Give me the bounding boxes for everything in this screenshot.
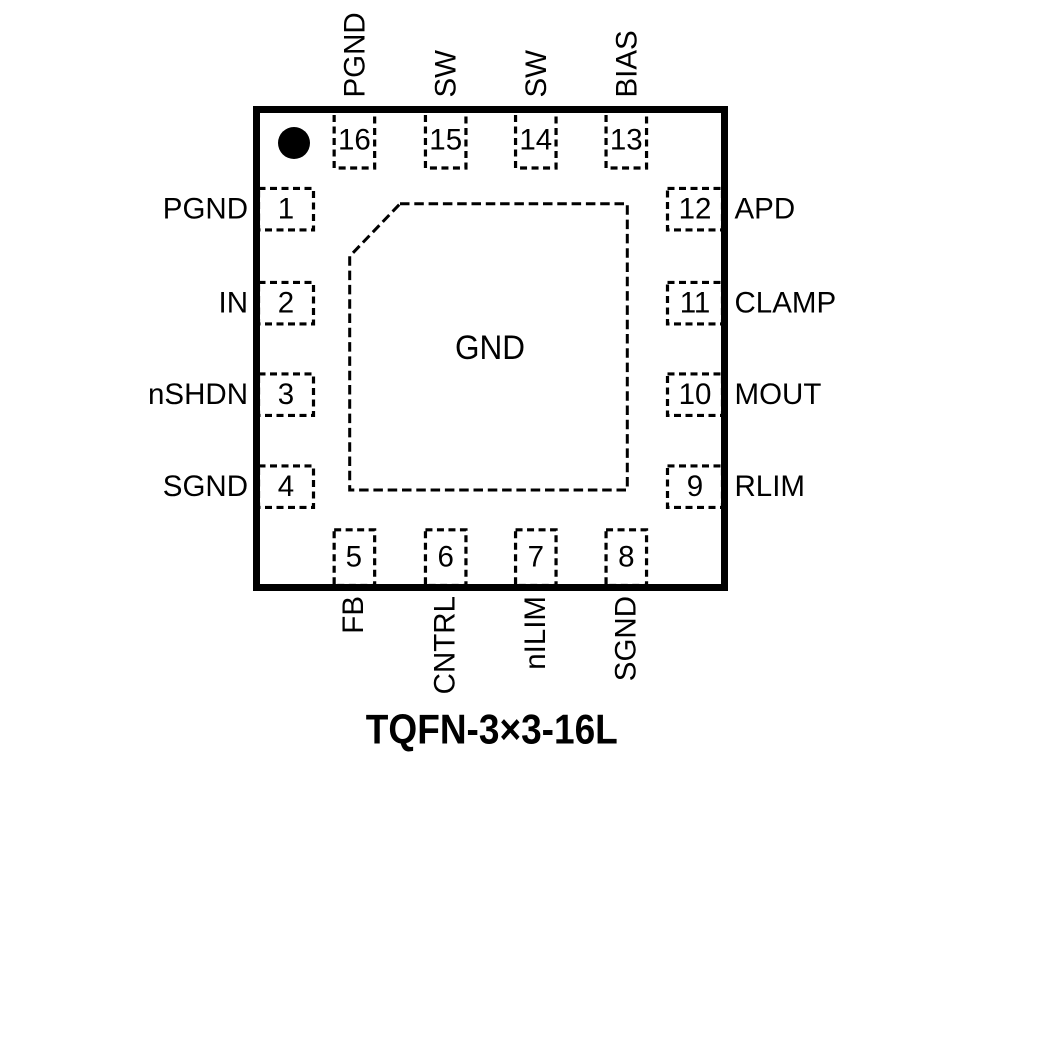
- svg-text:TQFN-3×3-16L: TQFN-3×3-16L: [366, 706, 618, 753]
- svg-text:GND: GND: [455, 329, 525, 367]
- svg-text:APD: APD: [735, 193, 796, 226]
- svg-text:12: 12: [679, 193, 712, 226]
- svg-text:10: 10: [679, 378, 712, 411]
- svg-text:SW: SW: [430, 50, 463, 98]
- svg-text:14: 14: [519, 124, 552, 157]
- svg-text:SGND: SGND: [609, 596, 642, 681]
- svg-text:1: 1: [278, 193, 294, 226]
- svg-text:BIAS: BIAS: [610, 30, 643, 97]
- svg-text:16: 16: [338, 124, 371, 157]
- svg-text:IN: IN: [219, 287, 249, 320]
- svg-text:2: 2: [278, 287, 294, 320]
- svg-text:7: 7: [528, 540, 544, 573]
- svg-text:3: 3: [278, 378, 294, 411]
- svg-text:MOUT: MOUT: [735, 378, 822, 411]
- svg-text:SW: SW: [520, 50, 553, 98]
- svg-text:CLAMP: CLAMP: [735, 287, 837, 320]
- svg-text:PGND: PGND: [338, 12, 371, 97]
- svg-text:PGND: PGND: [163, 193, 248, 226]
- svg-text:5: 5: [346, 540, 362, 573]
- svg-text:15: 15: [429, 124, 462, 157]
- svg-text:11: 11: [680, 287, 711, 320]
- svg-text:8: 8: [618, 540, 634, 573]
- svg-text:6: 6: [437, 540, 453, 573]
- svg-text:RLIM: RLIM: [735, 470, 805, 503]
- svg-text:9: 9: [687, 470, 703, 503]
- svg-text:nSHDN: nSHDN: [148, 378, 248, 411]
- svg-text:4: 4: [278, 470, 294, 503]
- svg-text:SGND: SGND: [163, 470, 248, 503]
- svg-text:13: 13: [610, 124, 643, 157]
- svg-text:nILIM: nILIM: [519, 596, 552, 670]
- svg-text:CNTRL: CNTRL: [429, 596, 462, 694]
- svg-text:FB: FB: [337, 596, 370, 634]
